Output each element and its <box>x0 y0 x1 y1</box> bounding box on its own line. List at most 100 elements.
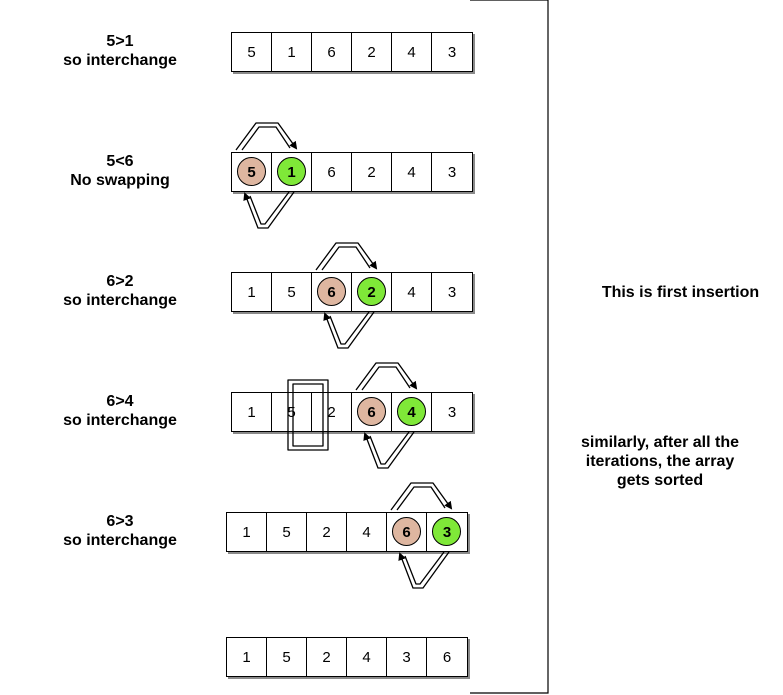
array-cell: 6 <box>352 393 392 431</box>
step-label-1: 5>1 so interchange <box>20 32 220 70</box>
array-value: 6 <box>402 523 411 541</box>
array-cell: 4 <box>392 153 432 191</box>
array-cell: 6 <box>427 638 467 676</box>
step-label-5-condition: 6>3 <box>106 513 134 530</box>
array-cell: 6 <box>312 153 352 191</box>
array-cell: 1 <box>227 638 267 676</box>
array-value: 3 <box>447 283 457 301</box>
array-value: 1 <box>247 403 256 421</box>
array-cell: 3 <box>432 33 472 71</box>
array-value: 6 <box>327 43 336 61</box>
array-value: 1 <box>287 163 296 181</box>
array-value: 3 <box>442 523 452 541</box>
array-cell: 2 <box>307 513 347 551</box>
array-value: 1 <box>242 523 251 541</box>
array-cell: 4 <box>392 393 432 431</box>
array-value: 3 <box>447 403 457 421</box>
array-value: 2 <box>322 523 331 541</box>
highlight-circle <box>432 517 461 546</box>
highlight-circle <box>317 277 346 306</box>
array-value: 4 <box>407 163 416 181</box>
swap-arrow-top-5 <box>390 482 453 511</box>
array-value: 3 <box>447 43 457 61</box>
array-value: 1 <box>287 43 296 61</box>
note-similarly: similarly, after all the iterations, the… <box>565 433 755 490</box>
array-cell: 5 <box>272 273 312 311</box>
array-value: 1 <box>247 283 256 301</box>
array-value: 6 <box>367 403 376 421</box>
step-label-1-condition: 5>1 <box>106 33 134 50</box>
array-cell: 1 <box>227 513 267 551</box>
array-cell: 3 <box>427 513 467 551</box>
array-cell: 2 <box>312 393 352 431</box>
step-label-4: 6>4 so interchange <box>20 392 220 430</box>
array-cell: 5 <box>232 153 272 191</box>
array-cell: 4 <box>392 33 432 71</box>
array-value: 5 <box>247 163 256 181</box>
swap-arrow-bottom-5 <box>398 551 450 589</box>
note-similarly-line-1: similarly, after all the <box>581 434 739 451</box>
right-bracket <box>470 0 549 694</box>
array-cell: 6 <box>387 513 427 551</box>
array-cell: 4 <box>347 513 387 551</box>
array-cell: 6 <box>312 273 352 311</box>
step-label-1-action: so interchange <box>63 52 177 69</box>
step-label-4-condition: 6>4 <box>106 393 134 410</box>
highlight-box-4 <box>287 379 329 451</box>
array-cell: 5 <box>267 513 307 551</box>
array-value: 2 <box>322 648 331 666</box>
step-label-2: 5<6 No swapping <box>20 152 220 190</box>
array-cell: 4 <box>347 638 387 676</box>
array-value: 6 <box>327 283 336 301</box>
array-cell: 2 <box>352 273 392 311</box>
array-cell: 4 <box>392 273 432 311</box>
array-value: 5 <box>282 523 291 541</box>
array-cell: 3 <box>432 393 472 431</box>
array-cell: 5 <box>272 393 312 431</box>
array-cell: 2 <box>352 153 392 191</box>
array-cell: 1 <box>272 33 312 71</box>
array-value: 1 <box>242 648 251 666</box>
step-label-5: 6>3 so interchange <box>20 512 220 550</box>
array-value: 2 <box>367 163 376 181</box>
array-value: 6 <box>442 648 452 666</box>
highlight-circle <box>277 157 306 186</box>
array-cell: 6 <box>312 33 352 71</box>
array-cell: 2 <box>352 33 392 71</box>
array-value: 2 <box>327 403 336 421</box>
step-label-4-action: so interchange <box>63 412 177 429</box>
highlight-circle <box>392 517 421 546</box>
highlight-circle <box>397 397 426 426</box>
highlight-circle <box>357 397 386 426</box>
step-label-2-action: No swapping <box>70 172 170 189</box>
note-similarly-line-2: iterations, the array <box>585 453 735 470</box>
step-label-3-condition: 6>2 <box>106 273 134 290</box>
array-value: 4 <box>407 283 416 301</box>
array-cell: 5 <box>232 33 272 71</box>
array-value: 3 <box>447 163 457 181</box>
array-value: 6 <box>327 163 336 181</box>
array-value: 4 <box>407 403 416 421</box>
array-value: 5 <box>247 43 256 61</box>
array-cell: 3 <box>387 638 427 676</box>
array-value: 5 <box>282 648 291 666</box>
swap-arrow-top-3 <box>315 242 378 271</box>
highlight-circle <box>357 277 386 306</box>
note-first-insertion: This is first insertion <box>601 284 760 301</box>
swap-arrow-bottom-3 <box>323 311 375 349</box>
array-cell: 1 <box>232 393 272 431</box>
highlight-circle <box>237 157 266 186</box>
step-label-3-action: so interchange <box>63 292 177 309</box>
step-label-2-condition: 5<6 <box>106 153 134 170</box>
swap-arrow-top-4 <box>355 362 418 391</box>
array-cell: 1 <box>232 273 272 311</box>
array-step-2: 5 1 6 2 4 3 <box>231 152 473 192</box>
array-cell: 1 <box>272 153 312 191</box>
array-cell: 5 <box>267 638 307 676</box>
array-cell: 3 <box>432 273 472 311</box>
swap-arrow-bottom-2 <box>243 191 295 229</box>
